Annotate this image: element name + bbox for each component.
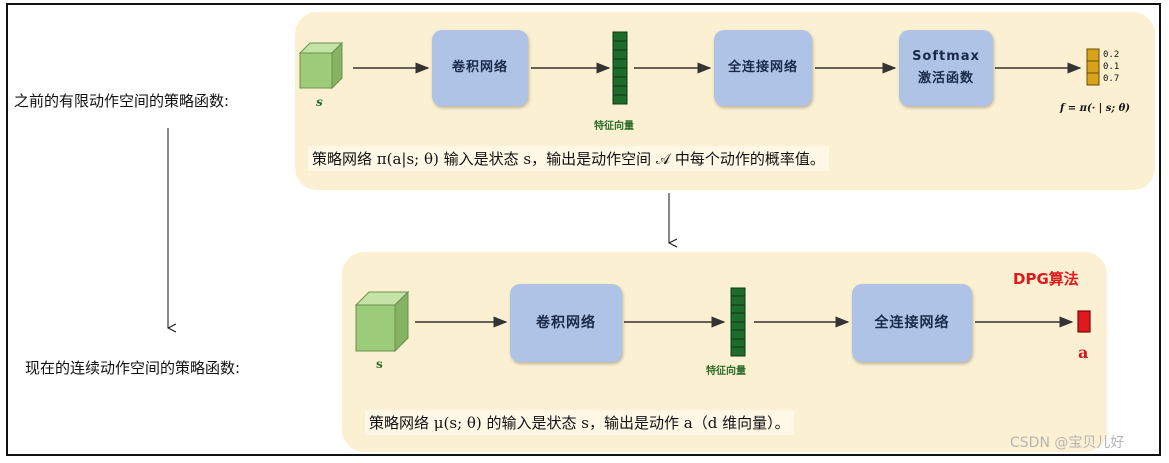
action-vector	[1077, 310, 1091, 333]
conv-network-box: 卷积网络	[432, 30, 528, 106]
prob-value-2: 0.1	[1103, 62, 1120, 72]
input-state-cube	[298, 41, 344, 90]
feature-vector-label: 特征向量	[594, 121, 634, 132]
watermark: CSDN @宝贝儿好	[1010, 435, 1125, 451]
dpg-algorithm-tag: DPG算法	[1013, 270, 1079, 288]
feature-vector-label-2: 特征向量	[706, 366, 746, 377]
softmax-box: Softmax 激活函数	[899, 30, 993, 106]
softmax-label-1: Softmax	[912, 49, 980, 64]
conv-network-label: 卷积网络	[451, 60, 508, 75]
action-output-label: a	[1078, 343, 1089, 362]
prob-value-3: 0.7	[1103, 74, 1120, 84]
probability-vector	[1086, 48, 1100, 86]
conv-network-box-2: 卷积网络	[510, 284, 622, 362]
input-state-cube-2	[354, 290, 410, 353]
feature-vector-2	[730, 287, 746, 357]
feature-vector	[612, 31, 628, 105]
figure-frame	[6, 3, 1161, 456]
output-formula: f = π(· | s; θ)	[1060, 103, 1130, 114]
fc-network-label-2: 全连接网络	[874, 315, 950, 331]
current-policy-label: 现在的连续动作空间的策略函数:	[25, 359, 241, 377]
fc-network-box-2: 全连接网络	[852, 284, 972, 362]
top-caption: 策略网络 π(a|s; θ) 输入是状态 s，输出是动作空间 𝒜 中每个动作的概…	[308, 146, 829, 171]
prob-value-1: 0.2	[1103, 50, 1120, 60]
conv-network-label-2: 卷积网络	[536, 315, 596, 331]
bottom-caption: 策略网络 μ(s; θ) 的输入是状态 s，输出是动作 a（d 维向量）。	[365, 410, 794, 435]
softmax-label-2: 激活函数	[917, 71, 974, 86]
input-state-label: s	[316, 95, 323, 109]
fc-network-label: 全连接网络	[727, 60, 798, 75]
fc-network-box: 全连接网络	[714, 30, 812, 106]
input-state-label-2: s	[376, 357, 383, 371]
previous-policy-label: 之前的有限动作空间的策略函数:	[14, 92, 230, 110]
